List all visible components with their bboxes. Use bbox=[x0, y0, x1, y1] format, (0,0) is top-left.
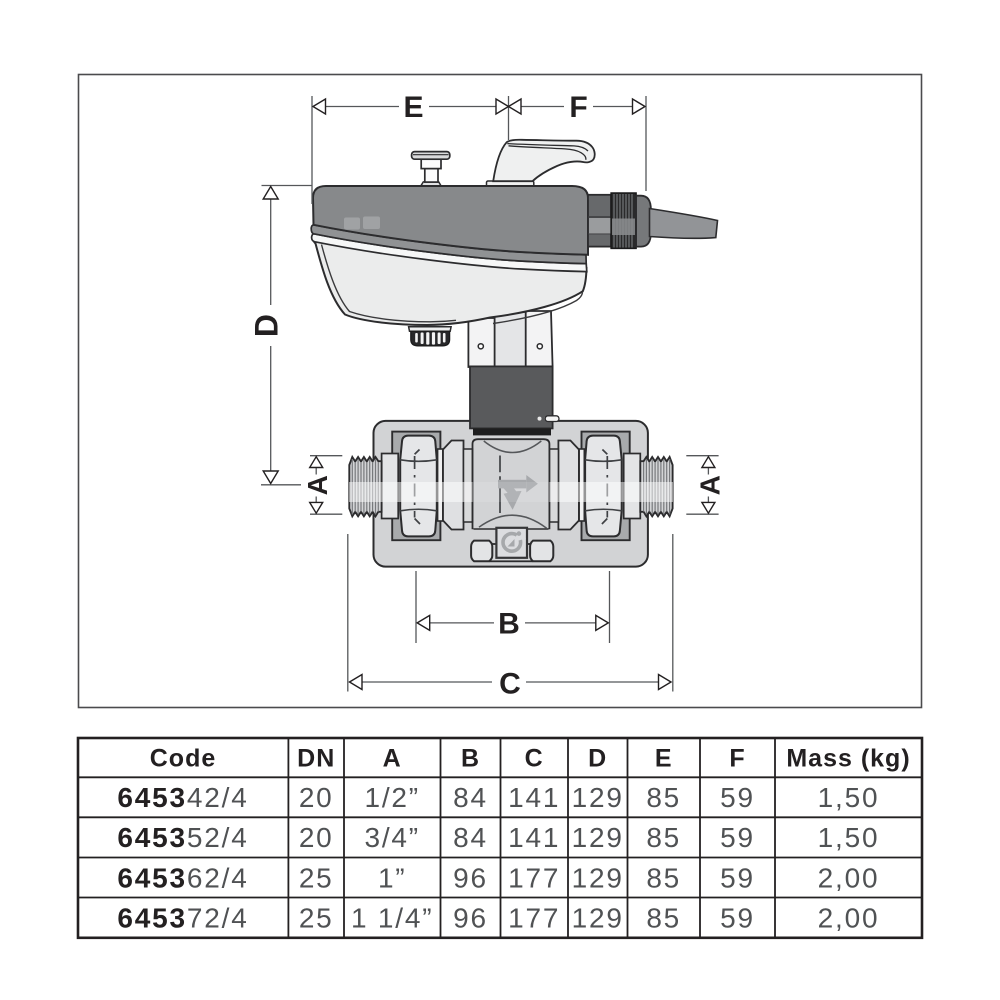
svg-text:59: 59 bbox=[720, 862, 755, 893]
svg-text:F: F bbox=[729, 745, 745, 773]
svg-text:A: A bbox=[302, 475, 333, 495]
svg-text:1 1/4”: 1 1/4” bbox=[351, 903, 433, 934]
svg-text:177: 177 bbox=[508, 903, 560, 934]
svg-text:E: E bbox=[655, 745, 673, 773]
svg-text:141: 141 bbox=[508, 782, 560, 813]
svg-text:85: 85 bbox=[646, 822, 681, 853]
svg-text:59: 59 bbox=[720, 822, 755, 853]
svg-text:85: 85 bbox=[646, 903, 681, 934]
svg-text:129: 129 bbox=[572, 862, 624, 893]
svg-text:129: 129 bbox=[572, 782, 624, 813]
svg-text:85: 85 bbox=[646, 782, 681, 813]
svg-text:D: D bbox=[588, 745, 607, 773]
svg-text:129: 129 bbox=[572, 903, 624, 934]
svg-text:1,50: 1,50 bbox=[818, 822, 880, 853]
svg-text:645352/4: 645352/4 bbox=[117, 822, 248, 853]
svg-text:20: 20 bbox=[299, 782, 334, 813]
svg-text:141: 141 bbox=[508, 822, 560, 853]
svg-text:C: C bbox=[499, 668, 521, 701]
svg-text:645372/4: 645372/4 bbox=[117, 903, 248, 934]
svg-text:Mass (kg): Mass (kg) bbox=[786, 745, 910, 773]
svg-text:B: B bbox=[461, 745, 480, 773]
svg-text:A: A bbox=[383, 745, 402, 773]
svg-text:20: 20 bbox=[299, 822, 334, 853]
svg-text:84: 84 bbox=[453, 782, 488, 813]
svg-text:96: 96 bbox=[453, 903, 488, 934]
svg-text:3/4”: 3/4” bbox=[364, 822, 419, 853]
svg-text:645342/4: 645342/4 bbox=[117, 782, 248, 813]
svg-text:1,50: 1,50 bbox=[818, 782, 880, 813]
svg-text:177: 177 bbox=[508, 862, 560, 893]
svg-text:59: 59 bbox=[720, 903, 755, 934]
svg-text:2,00: 2,00 bbox=[818, 903, 880, 934]
svg-text:D: D bbox=[248, 314, 284, 337]
svg-text:84: 84 bbox=[453, 822, 488, 853]
svg-text:C: C bbox=[525, 745, 544, 773]
svg-text:59: 59 bbox=[720, 782, 755, 813]
svg-text:Code: Code bbox=[150, 745, 217, 773]
svg-text:129: 129 bbox=[572, 822, 624, 853]
svg-text:E: E bbox=[403, 91, 423, 124]
svg-text:2,00: 2,00 bbox=[818, 862, 880, 893]
svg-text:96: 96 bbox=[453, 862, 488, 893]
svg-text:F: F bbox=[569, 91, 587, 124]
svg-text:1/2”: 1/2” bbox=[364, 782, 419, 813]
svg-text:25: 25 bbox=[299, 903, 334, 934]
svg-text:A: A bbox=[694, 475, 725, 495]
svg-text:85: 85 bbox=[646, 862, 681, 893]
svg-text:1”: 1” bbox=[378, 862, 407, 893]
svg-text:DN: DN bbox=[297, 745, 335, 773]
svg-text:B: B bbox=[498, 608, 520, 641]
svg-text:645362/4: 645362/4 bbox=[117, 862, 248, 893]
svg-text:25: 25 bbox=[299, 862, 334, 893]
